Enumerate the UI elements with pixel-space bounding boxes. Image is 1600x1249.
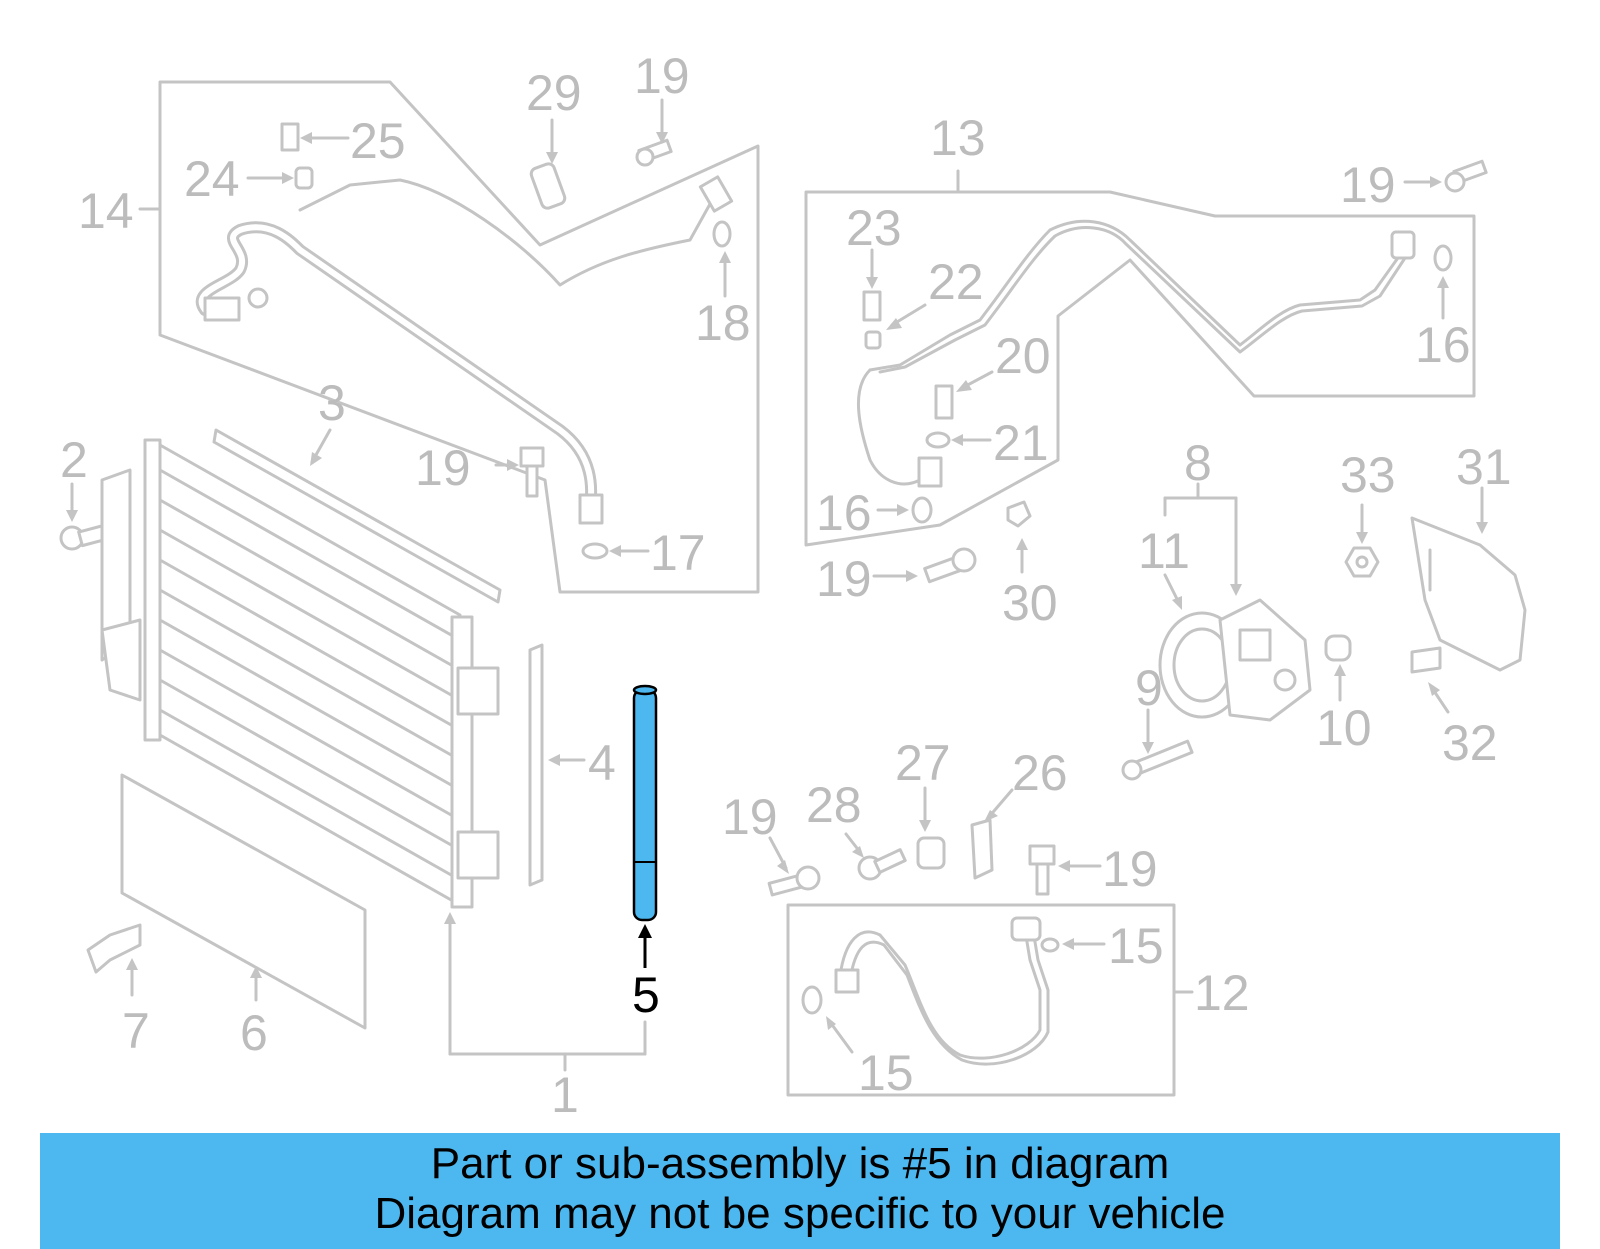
callout-28: 28: [806, 777, 862, 833]
bolt-19-top[interactable]: [635, 138, 673, 167]
callout-18: 18: [695, 295, 751, 351]
nut-33[interactable]: [1344, 546, 1380, 578]
clip-30[interactable]: [1006, 500, 1032, 528]
callout-32: 32: [1442, 715, 1498, 771]
bracket-7[interactable]: [86, 923, 142, 974]
o-ring-16-left[interactable]: [911, 496, 933, 524]
callout-10: 10: [1316, 700, 1372, 756]
o-ring-15-upper[interactable]: [1040, 937, 1060, 953]
callout-8: 8: [1184, 435, 1212, 491]
o-ring-21[interactable]: [925, 431, 951, 449]
bolt-9[interactable]: [1121, 739, 1194, 781]
compressor[interactable]: [1158, 598, 1312, 722]
part-24[interactable]: [294, 166, 314, 190]
callout-29: 29: [526, 65, 582, 121]
callout-27: 27: [895, 735, 951, 791]
callout-4: 4: [588, 735, 616, 791]
callout-5: 5: [632, 967, 660, 1023]
callout-1: 1: [551, 1067, 579, 1123]
callout-16-left: 16: [816, 485, 872, 541]
bolt-19-top-right[interactable]: [1444, 159, 1488, 193]
callout-2: 2: [60, 432, 88, 488]
callout-23: 23: [846, 200, 902, 256]
o-ring-17[interactable]: [581, 542, 609, 560]
callout-19-bottom-left: 19: [722, 789, 778, 845]
callout-24: 24: [184, 151, 240, 207]
seal-strip-3[interactable]: [212, 428, 502, 604]
hose-assembly-13[interactable]: [804, 190, 1476, 547]
callout-19-bottom-right: 19: [1102, 841, 1158, 897]
callout-8-bracket: [1163, 482, 1242, 596]
callout-22: 22: [928, 254, 984, 310]
banner-line-1: Part or sub-assembly is #5 in diagram: [430, 1139, 1170, 1188]
o-ring-15-lower[interactable]: [801, 985, 823, 1015]
heat-shield-31[interactable]: [1410, 516, 1527, 672]
part-27[interactable]: [916, 836, 946, 870]
o-ring-18[interactable]: [712, 220, 732, 248]
callout-30: 30: [1002, 575, 1058, 631]
banner-line-2: Diagram may not be specific to your vehi…: [374, 1189, 1226, 1238]
callout-21: 21: [993, 415, 1049, 471]
bolt-19-mid-right[interactable]: [923, 547, 977, 584]
bolt-19-mid[interactable]: [519, 446, 545, 498]
callout-7: 7: [122, 1003, 150, 1059]
shield-6[interactable]: [120, 773, 367, 1030]
hose-assembly-12[interactable]: [786, 903, 1176, 1097]
callout-19-top: 19: [634, 48, 690, 104]
part-29[interactable]: [529, 162, 567, 210]
callout-20: 20: [995, 328, 1051, 384]
callout-16-right: 16: [1415, 317, 1471, 373]
callout-31: 31: [1456, 439, 1512, 495]
part-25[interactable]: [280, 122, 300, 152]
callout-33: 33: [1340, 447, 1396, 503]
callout-19-top-right: 19: [1340, 157, 1396, 213]
seal-strip-4[interactable]: [528, 643, 544, 887]
bracket-26[interactable]: [970, 818, 994, 880]
callout-13: 13: [930, 110, 986, 166]
callout-25: 25: [350, 113, 406, 169]
bolt-19-bottom-left[interactable]: [767, 865, 821, 897]
part-20[interactable]: [934, 384, 954, 420]
callout-19-mid: 19: [415, 440, 471, 496]
part-23[interactable]: [862, 290, 882, 322]
callout-14: 14: [78, 183, 134, 239]
callout-1-bracket: [444, 912, 647, 1072]
callout-3: 3: [318, 375, 346, 431]
callout-17: 17: [650, 525, 706, 581]
callout-12: 12: [1194, 965, 1250, 1021]
info-banner: Part or sub-assembly is #5 in diagram Di…: [40, 1133, 1560, 1249]
hose-assembly-14[interactable]: [158, 80, 760, 594]
callout-9: 9: [1135, 660, 1163, 716]
bolt-2[interactable]: [59, 522, 113, 551]
callout-11: 11: [1138, 523, 1190, 579]
part-22[interactable]: [864, 330, 882, 350]
callout-26: 26: [1012, 745, 1068, 801]
bolt-19-bottom-right[interactable]: [1028, 844, 1056, 896]
callout-6: 6: [240, 1005, 268, 1061]
part-28[interactable]: [857, 848, 907, 881]
o-ring-16-right[interactable]: [1433, 244, 1453, 272]
callout-15-lower: 15: [858, 1045, 914, 1101]
condenser[interactable]: [100, 438, 500, 909]
callout-15-upper: 15: [1108, 918, 1164, 974]
bracket-32[interactable]: [1410, 646, 1442, 674]
receiver-drier-5[interactable]: [632, 684, 658, 922]
bushing-10[interactable]: [1324, 634, 1352, 662]
callout-19-mid-right: 19: [816, 551, 872, 607]
